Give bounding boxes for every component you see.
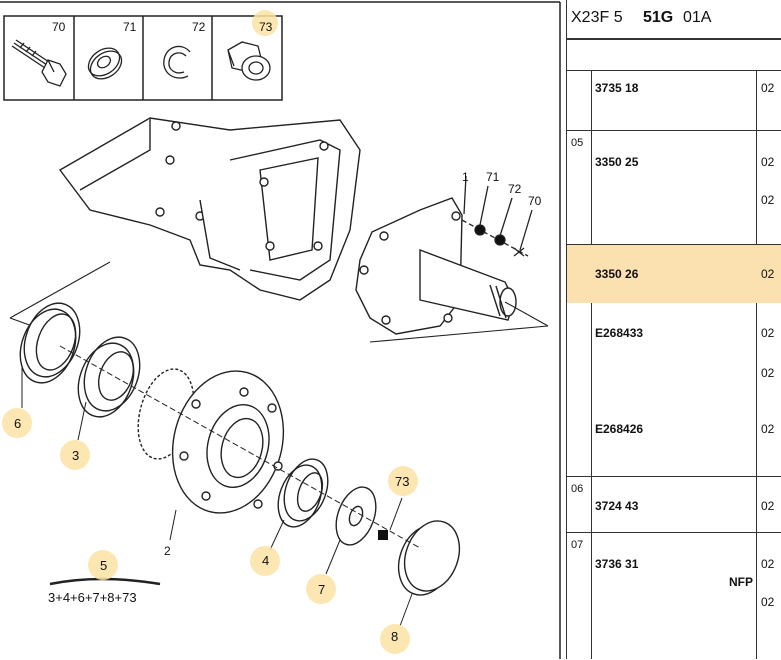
callout-71: 71 [486,170,500,184]
cap-part-8 [397,520,461,596]
washer-part-7 [335,486,377,546]
highlight-bubble-3 [60,440,90,470]
box-num-71: 71 [123,20,137,34]
part-qty: 02 [761,81,775,95]
part-qty: 02 [761,499,775,513]
callout-72: 72 [508,182,522,196]
diagram-drawing [0,1,561,659]
parts-row[interactable]: 07 3736 31 02 NFP 02 [567,532,781,660]
highlight-bubble-8 [380,624,410,654]
bolt-icon [11,39,67,87]
part-qty: 02 [761,193,775,207]
parts-list-panel: X23F 5 51G 01A 3735 18 02 05 3350 25 02 … [566,0,781,659]
axle-fasteners [461,175,533,257]
callout-1: 1 [462,170,469,184]
callout-7[interactable]: 7 [318,582,326,597]
column-divider-1 [591,70,592,659]
callout-3[interactable]: 3 [72,448,80,463]
part-ref: 3350 25 [595,155,639,169]
panel-header: X23F 5 51G 01A [567,0,781,40]
part-seq: 07 [571,539,584,551]
part-qty: 02 [761,155,775,169]
knuckle-bracket [58,117,361,301]
part-qty: 02 [761,557,775,571]
parts-row[interactable]: 3735 18 02 [567,70,781,131]
stub-axle [355,197,517,335]
code-main: 51G [643,9,674,26]
leader-lines [21,368,413,627]
callout-4[interactable]: 4 [262,553,270,568]
callout-8[interactable]: 8 [391,629,399,644]
hub-part-2 [137,368,285,514]
part-ref: 3350 26 [595,267,639,281]
nut-icon [227,41,271,81]
part-qty: 02 [761,366,775,380]
callout-73[interactable]: 73 [395,474,410,489]
parts-row-selected[interactable]: 3350 26 02 [567,244,781,303]
parts-row[interactable]: 06 3724 43 02 [567,476,781,533]
callout-5[interactable]: 5 [100,558,108,573]
part-seq: 06 [571,483,584,495]
box-num-73[interactable]: 73 [259,20,273,34]
code-prefix: X23F 5 [571,9,623,26]
highlight-bubble-5 [88,550,118,580]
callout-70: 70 [528,194,542,208]
callout-2: 2 [164,544,171,558]
part-ref: E268433 [595,326,644,340]
seal-part-6 [19,302,81,384]
part-ref: 3735 18 [595,81,639,95]
exploded-diagram: 70 71 72 73 1 71 72 70 2 6 3 4 7 8 73 5 … [0,1,561,659]
washer-icon [87,47,123,80]
nut-part-73 [378,530,388,540]
highlight-bubble-4 [250,546,280,576]
part-qty: 02 [761,267,775,281]
nfp-note: NFP [729,575,753,589]
box-num-70: 70 [52,20,66,34]
part-qty: 02 [761,595,775,609]
highlight-bubble-7 [306,574,336,604]
code-suffix: 01A [683,9,712,26]
parts-row[interactable]: 05 3350 25 02 02 [567,130,781,245]
bearing-part-3 [77,336,141,418]
part-seq: 05 [571,137,584,149]
part-qty: 02 [761,422,775,436]
highlight-bubble-6 [2,408,32,438]
part-qty: 02 [761,326,775,340]
kit-formula: 3+4+6+7+8+73 [48,590,137,605]
highlight-bubble-73-box [252,10,278,36]
circlip-icon [163,45,191,79]
part-ref: E268426 [595,422,644,436]
part-ref: 3724 43 [595,499,639,513]
callout-6[interactable]: 6 [14,416,22,431]
highlight-bubble-73 [388,466,418,496]
column-divider-2 [756,70,757,659]
box-num-72: 72 [192,20,206,34]
part-ref: 3736 31 [595,557,639,571]
assembly-axis [59,345,421,549]
parts-row[interactable]: E268426 02 [567,396,781,476]
parts-row[interactable]: E268433 02 02 [567,302,781,396]
